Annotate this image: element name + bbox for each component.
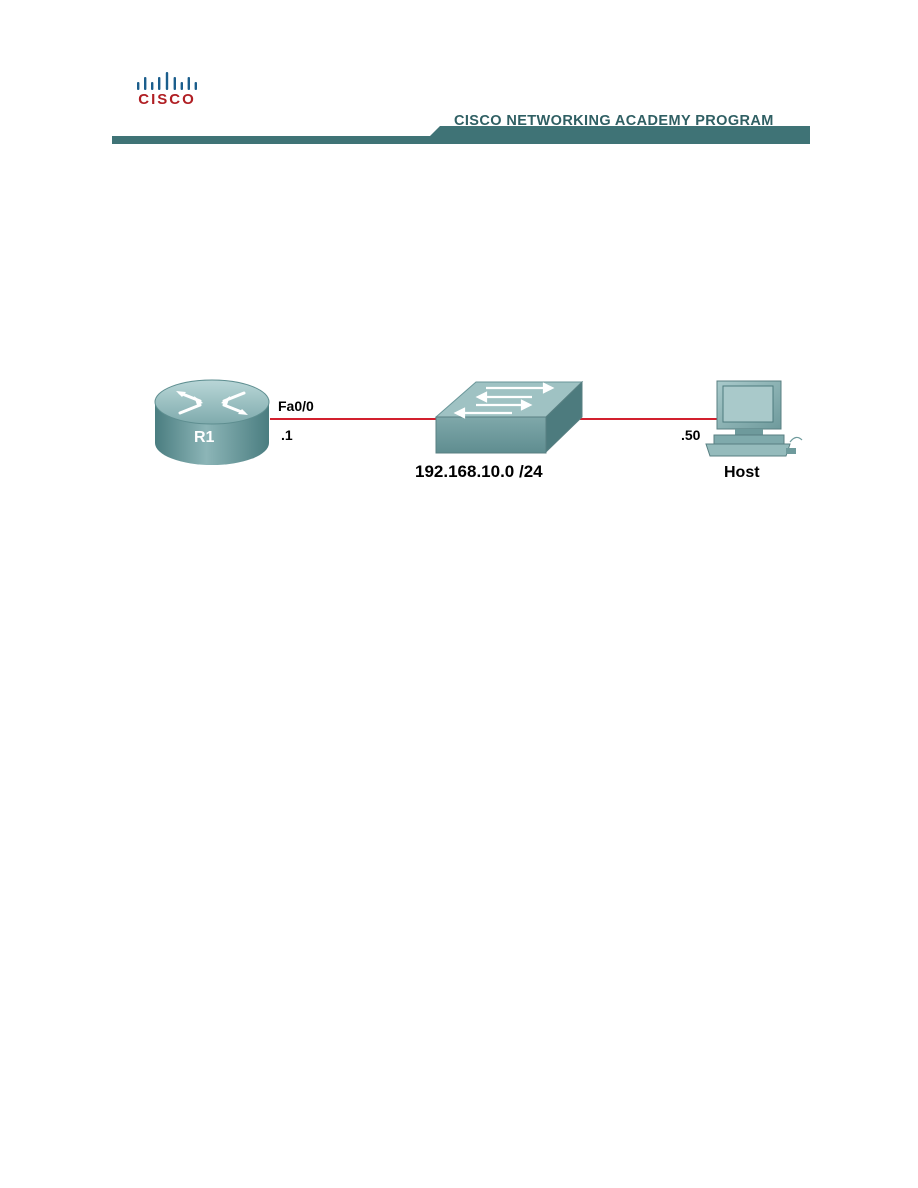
switch-icon[interactable] xyxy=(434,380,584,454)
program-title: CISCO NETWORKING ACADEMY PROGRAM xyxy=(454,113,774,129)
router-address-label: .1 xyxy=(281,427,293,443)
router-interface-label: Fa0/0 xyxy=(278,398,314,414)
header-banner xyxy=(112,126,810,144)
cisco-logo: CISCO xyxy=(136,70,198,110)
host-name-label: Host xyxy=(724,464,760,481)
network-address-label: 192.168.10.0 /24 xyxy=(415,462,543,481)
network-topology xyxy=(154,379,803,465)
cisco-logo-text: CISCO xyxy=(138,91,196,108)
cisco-bars-icon xyxy=(137,72,197,90)
router-name-label: R1 xyxy=(194,429,215,446)
host-pc-icon[interactable] xyxy=(705,380,803,457)
router-icon[interactable] xyxy=(154,379,270,465)
host-address-label: .50 xyxy=(681,427,701,443)
